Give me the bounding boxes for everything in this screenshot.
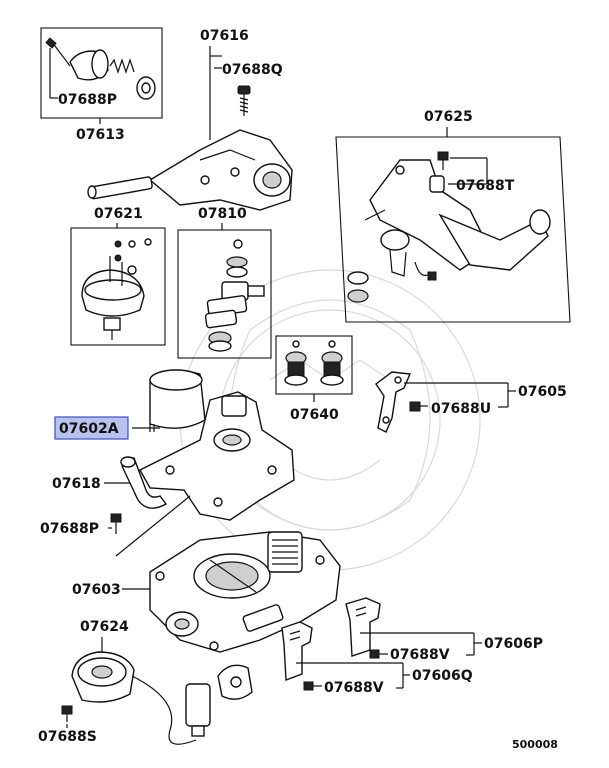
screw-07688T[interactable] [437,151,449,170]
label-07616: 07616 [200,28,249,44]
sensor-07602A[interactable] [132,424,160,432]
label-07621: 07621 [94,206,143,222]
label-07606Q: 07606Q [412,668,473,684]
label-07603: 07603 [72,582,121,598]
idle-speed-actuator-07616[interactable] [87,129,293,211]
hose-07618[interactable] [120,456,168,509]
screw-07688V-upper[interactable] [369,649,388,659]
bracket-07605[interactable] [375,371,412,433]
highlight-07602A [54,416,129,440]
assembly-07621[interactable] [70,227,166,346]
assembly-07613[interactable] [40,27,163,119]
catalog-code: 500008 [512,738,558,751]
label-07618: 07618 [52,476,101,492]
throttle-body-07603[interactable] [149,531,341,653]
screw-07688Q[interactable] [237,85,251,116]
label-07688V-lower: 07688V [324,680,384,696]
label-07688P-top: 07688P [58,92,117,108]
label-07810: 07810 [198,206,247,222]
label-07688U: 07688U [431,401,491,417]
label-07624: 07624 [80,619,129,635]
screw-07688P-mid[interactable] [110,513,122,534]
label-07688V-upper: 07688V [390,647,450,663]
label-07605: 07605 [518,384,567,400]
assembly-07625[interactable] [335,136,571,323]
switch-07606P[interactable] [345,597,381,657]
label-07606P: 07606P [484,636,543,652]
switch-07606Q[interactable] [281,621,313,681]
label-07688S: 07688S [38,729,97,745]
sensor-07624[interactable] [71,651,253,745]
throttle-body-upper[interactable] [139,369,295,521]
screw-07688S[interactable] [61,705,73,722]
label-07613: 07613 [76,127,125,143]
label-07602A[interactable]: 07602A [59,421,119,437]
label-07625: 07625 [424,109,473,125]
label-07688P-mid: 07688P [40,521,99,537]
assembly-07640[interactable] [275,335,353,395]
label-07640: 07640 [290,407,339,423]
label-07688T: 07688T [456,178,515,194]
label-07688Q: 07688Q [222,62,283,78]
screw-07688V-lower[interactable] [303,681,322,691]
assembly-07810[interactable] [177,229,272,359]
screw-07688U[interactable] [409,401,428,412]
